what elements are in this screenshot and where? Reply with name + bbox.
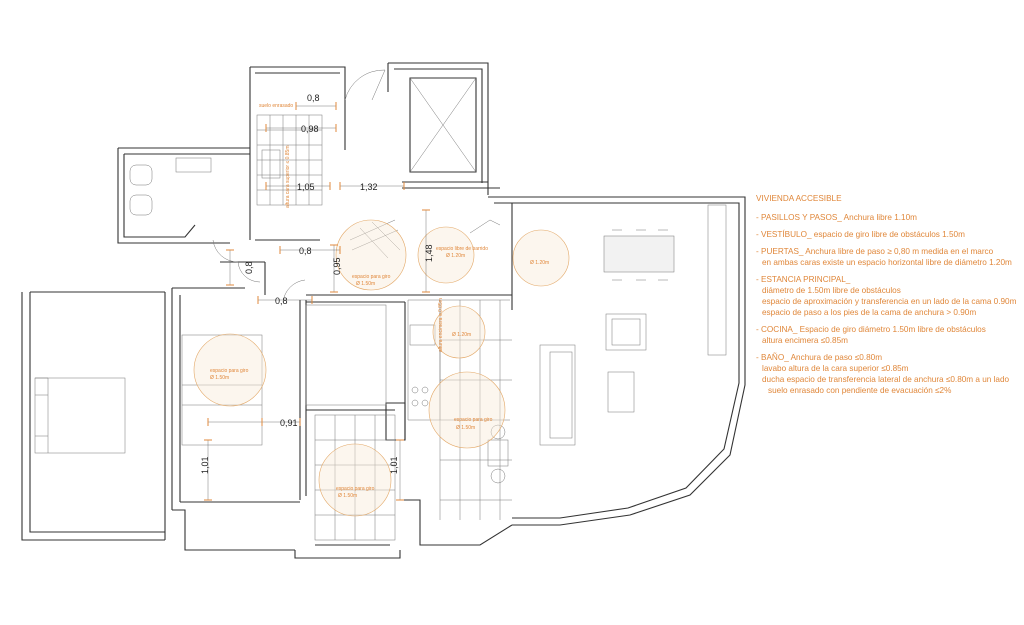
note-cocina-1: espacio para giro	[454, 417, 493, 423]
legend-bano-line-4: suelo enrasado con pendiente de evacuaci…	[768, 386, 952, 395]
dim-label-1: 0,8	[307, 93, 320, 103]
legend-estancia-line-2: espacio de aproximación y transferencia …	[762, 297, 1017, 306]
legend-vestibulo: - VESTÍBULO_ espacio de giro libre de ob…	[756, 230, 965, 239]
furniture	[34, 114, 727, 541]
note-barrido-2: Ø 1.20m	[446, 253, 465, 259]
legend-estancia: - ESTANCIA PRINCIPAL_ diámetro de 1.50m …	[756, 274, 1024, 318]
note-salon: Ø 1.20m	[530, 260, 549, 266]
note-giro-vest-1: espacio para giro	[352, 274, 391, 280]
dimension-ticks	[204, 102, 430, 501]
dim-label-12: 1,01	[389, 456, 399, 474]
legend-bano: - BAÑO_ Anchura de paso ≤0.80m lavabo al…	[756, 352, 1024, 396]
note-bano2-2: Ø 1.50m	[338, 493, 357, 499]
note-giro-vest-2: Ø 1.50m	[356, 281, 375, 287]
turning-circles	[193, 219, 570, 517]
dim-label-4: 1,32	[360, 182, 378, 192]
note-altura-cara: altura cara superior ≤ 0.85m	[285, 146, 291, 209]
legend-bano-line-1: - BAÑO_ Anchura de paso ≤0.80m	[756, 353, 883, 362]
dim-label-8: 0,8	[244, 261, 254, 274]
legend-puertas-line-1: - PUERTAS_ Anchura libre de paso ≥ 0,80 …	[756, 247, 994, 256]
legend-bano-line-3: ducha espacio de transferencia lateral d…	[762, 375, 1010, 384]
legend-cocina-line-2: altura encimera ≤0.85m	[762, 336, 848, 345]
annotations: suelo enrasado altura cara superior ≤ 0.…	[210, 103, 549, 499]
note-barrido-1: espacio libre de barrido	[436, 246, 488, 252]
legend-puertas-line-2: en ambas caras existe un espacio horizon…	[762, 258, 1012, 267]
note-cocina-small: Ø 1.20m	[452, 332, 471, 338]
legend-estancia-line-1: diámetro de 1.50m libre de obstáculos	[762, 286, 901, 295]
note-bano2-1: espacio para giro	[336, 486, 375, 492]
dim-label-3: 1,05	[297, 182, 315, 192]
note-dorm-1: espacio para giro	[210, 368, 249, 374]
doors	[212, 69, 501, 303]
dimension-labels: 0,8 0,98 1,05 1,32 1,48 0,95 0,8 0,8 0,8…	[200, 93, 434, 474]
dim-label-11: 1,01	[200, 456, 210, 474]
legend-estancia-line-3: espacio de paso a los pies de la cama de…	[762, 308, 977, 317]
dimension-lines	[207, 105, 427, 500]
walls	[21, 62, 746, 559]
dim-label-7: 0,8	[299, 246, 312, 256]
legend-pasillos: - PASILLOS Y PASOS_ Anchura libre 1.10m	[756, 213, 917, 222]
legend-title: VIVIENDA ACCESIBLE	[756, 194, 842, 203]
dim-label-5: 1,48	[424, 244, 434, 262]
legend-bano-line-2: lavabo altura de la cara superior ≤0.85m	[762, 364, 909, 373]
dim-label-9: 0,8	[275, 296, 288, 306]
dim-label-6: 0,95	[332, 257, 342, 275]
dim-label-2: 0,98	[301, 124, 319, 134]
note-cocina-2: Ø 1.50m	[456, 425, 475, 431]
legend-puertas: - PUERTAS_ Anchura libre de paso ≥ 0,80 …	[756, 246, 1024, 268]
note-encimera: altura encimera ≤ 0.85m	[438, 298, 444, 352]
legend-cocina-line-1: - COCINA_ Espacio de giro diámetro 1.50m…	[756, 325, 986, 334]
legend-cocina: - COCINA_ Espacio de giro diámetro 1.50m…	[756, 324, 1024, 346]
dim-label-10: 0,91	[280, 418, 298, 428]
legend: VIVIENDA ACCESIBLE - PASILLOS Y PASOS_ A…	[756, 193, 1024, 402]
note-dorm-2: Ø 1.50m	[210, 375, 229, 381]
note-suelo: suelo enrasado	[259, 103, 293, 109]
legend-estancia-title: - ESTANCIA PRINCIPAL_	[756, 275, 851, 284]
